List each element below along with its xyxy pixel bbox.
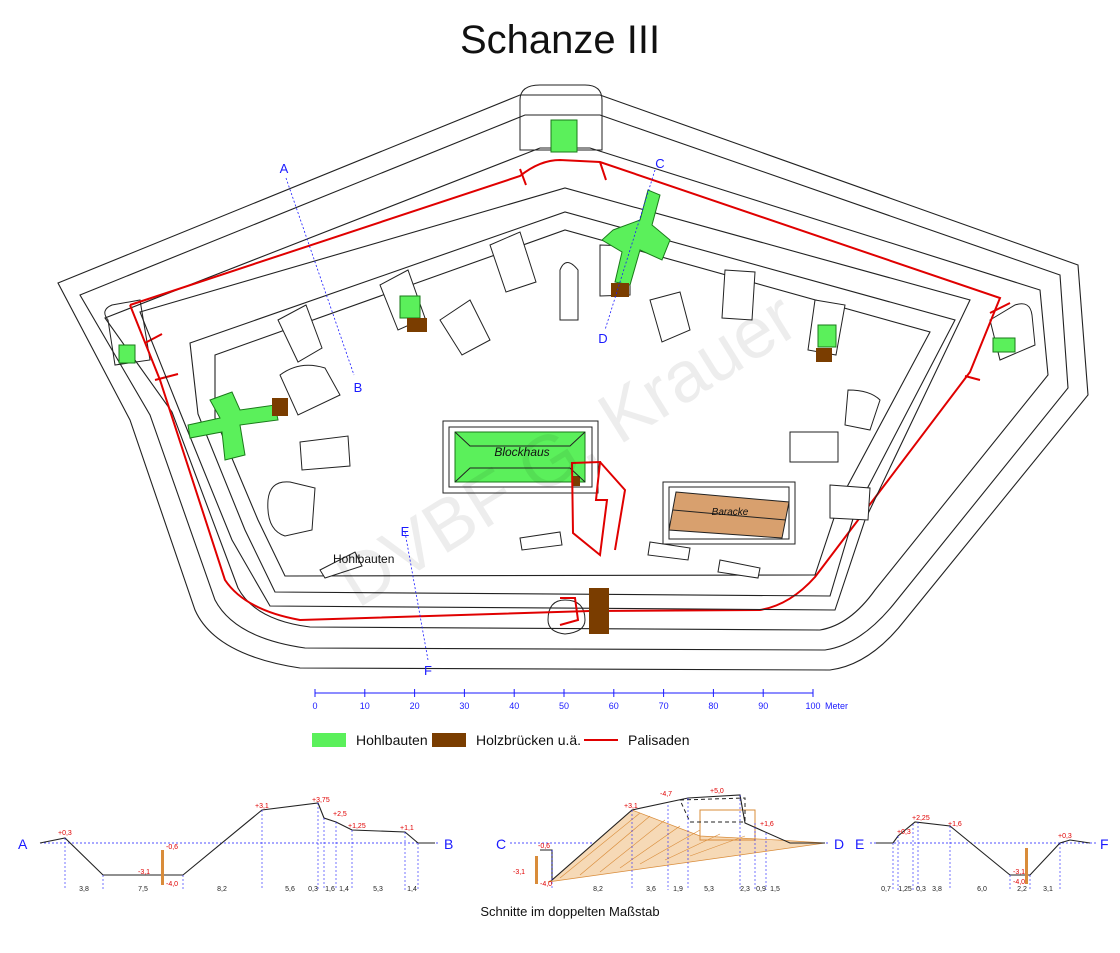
section-ef-label-f: F — [1100, 836, 1109, 852]
bastions — [104, 84, 1036, 635]
legend-swatch-red-line — [584, 739, 618, 741]
scale-bar — [314, 689, 814, 697]
elev: -0,6 — [166, 844, 178, 851]
dim: 0,9 — [756, 886, 766, 893]
scale-tick-labels: 0 10 20 30 40 50 60 70 80 90 100 — [312, 701, 820, 711]
section-ab-label-a: A — [18, 836, 28, 852]
hohlbauten-areas — [118, 119, 1016, 483]
elev: +2,25 — [912, 815, 930, 822]
scale-tick-label: 10 — [360, 701, 370, 711]
dim: 6,0 — [977, 886, 987, 893]
section-label-b: B — [354, 380, 363, 395]
elev: +3,75 — [312, 797, 330, 804]
dim: 0,3 — [308, 886, 318, 893]
elev: -4,0 — [166, 881, 178, 888]
scale-tick-label: 20 — [410, 701, 420, 711]
section-label-a: A — [280, 161, 289, 176]
section-cd-label-d: D — [834, 836, 844, 852]
dim: 8,2 — [217, 886, 227, 893]
section-label-e: E — [401, 524, 410, 539]
section-ef: E F +0,3 +2,25 +1,6 -3,1 -4,0 +0,3 0,7 1… — [855, 815, 1109, 893]
section-label-f: F — [424, 663, 432, 678]
elev: +5,0 — [710, 788, 724, 795]
elev: +1,6 — [948, 821, 962, 828]
legend-label: Hohlbauten — [356, 732, 428, 748]
section-cd-label-c: C — [496, 836, 506, 852]
dim: 1,4 — [407, 886, 417, 893]
elev: +1,1 — [400, 825, 414, 832]
dim: 5,3 — [373, 886, 383, 893]
section-label-c: C — [655, 156, 664, 171]
dim: 3,6 — [646, 886, 656, 893]
elev: +0,3 — [58, 830, 72, 837]
elev: -3,1 — [513, 869, 525, 876]
inner-wall — [139, 187, 971, 611]
palisade-line — [129, 158, 1011, 622]
dim: 1,5 — [770, 886, 780, 893]
elev: +3,1 — [255, 803, 269, 810]
scale-tick-label: 30 — [459, 701, 469, 711]
holzbruecken — [272, 283, 832, 634]
baracke-label: Baracke — [712, 507, 749, 518]
section-ab-label-b: B — [444, 836, 453, 852]
elev: -4,0 — [540, 881, 552, 888]
scale-tick-label: 50 — [559, 701, 569, 711]
dim: 5,6 — [285, 886, 295, 893]
elev: -3,1 — [138, 869, 150, 876]
legend-label: Palisaden — [628, 732, 690, 748]
elev: -4,7 — [660, 791, 672, 798]
dim: 2,2 — [1017, 886, 1027, 893]
dim: 3,8 — [79, 886, 89, 893]
section-ab: A B +0,3 -3,1 -0,6 -4,0 +3,1 +3,75 +2,5 … — [18, 797, 453, 893]
dim: 2,3 — [740, 886, 750, 893]
scale-tick-label: 70 — [659, 701, 669, 711]
scale-tick-label: 100 — [805, 701, 820, 711]
scale-tick-label: 0 — [312, 701, 317, 711]
scale-tick-label: 80 — [708, 701, 718, 711]
elev: +0,3 — [1058, 833, 1072, 840]
elev: -3,1 — [1013, 869, 1025, 876]
section-label-d: D — [598, 331, 607, 346]
section-lines — [285, 169, 656, 661]
sections-caption: Schnitte im doppelten Maßstab — [480, 904, 660, 919]
dim: 5,3 — [704, 886, 714, 893]
section-cd: C D -0,6 -3,1 -4,0 +3,1 -4,7 +5,0 +1,6 8… — [496, 788, 844, 893]
legend-item-holz: Holzbrücken u.ä. — [432, 731, 581, 749]
dim: 3,1 — [1043, 886, 1053, 893]
elev: -4,0 — [1013, 879, 1025, 886]
elev: +0,3 — [897, 829, 911, 836]
legend-swatch-green — [312, 733, 346, 747]
legend-item-palisaden: Palisaden — [584, 731, 690, 749]
dim: 0,7 — [881, 886, 891, 893]
legend-swatch-brown — [432, 733, 466, 747]
legend-label: Holzbrücken u.ä. — [476, 732, 582, 748]
elev: +1,25 — [348, 823, 366, 830]
dim: 7,5 — [138, 886, 148, 893]
elev: +1,6 — [760, 821, 774, 828]
page-title: Schanze III — [459, 18, 661, 62]
scale-tick-label: 40 — [509, 701, 519, 711]
legend-item-hohlbauten: Hohlbauten — [312, 731, 428, 749]
section-ef-label-e: E — [855, 836, 864, 852]
scale-unit: Meter — [825, 701, 848, 711]
baracke — [662, 481, 796, 545]
dim: 1,9 — [673, 886, 683, 893]
blockhaus — [442, 420, 599, 494]
dim: 0,3 — [916, 886, 926, 893]
scale-tick-label: 60 — [609, 701, 619, 711]
dim: 8,2 — [593, 886, 603, 893]
elev: +2,5 — [333, 811, 347, 818]
dim: 1,6 — [325, 886, 335, 893]
dim: 3,8 — [932, 886, 942, 893]
inner-palisade — [559, 460, 627, 626]
scale-tick-label: 90 — [758, 701, 768, 711]
dim: 1,25 — [898, 886, 912, 893]
elev: +3,1 — [624, 803, 638, 810]
dim: 1,4 — [339, 886, 349, 893]
outer-outline — [57, 94, 1089, 671]
hohlbauten-label: Hohlbauten — [333, 552, 394, 566]
blockhaus-label: Blockhaus — [494, 445, 549, 459]
elev: -0,6 — [538, 843, 550, 850]
